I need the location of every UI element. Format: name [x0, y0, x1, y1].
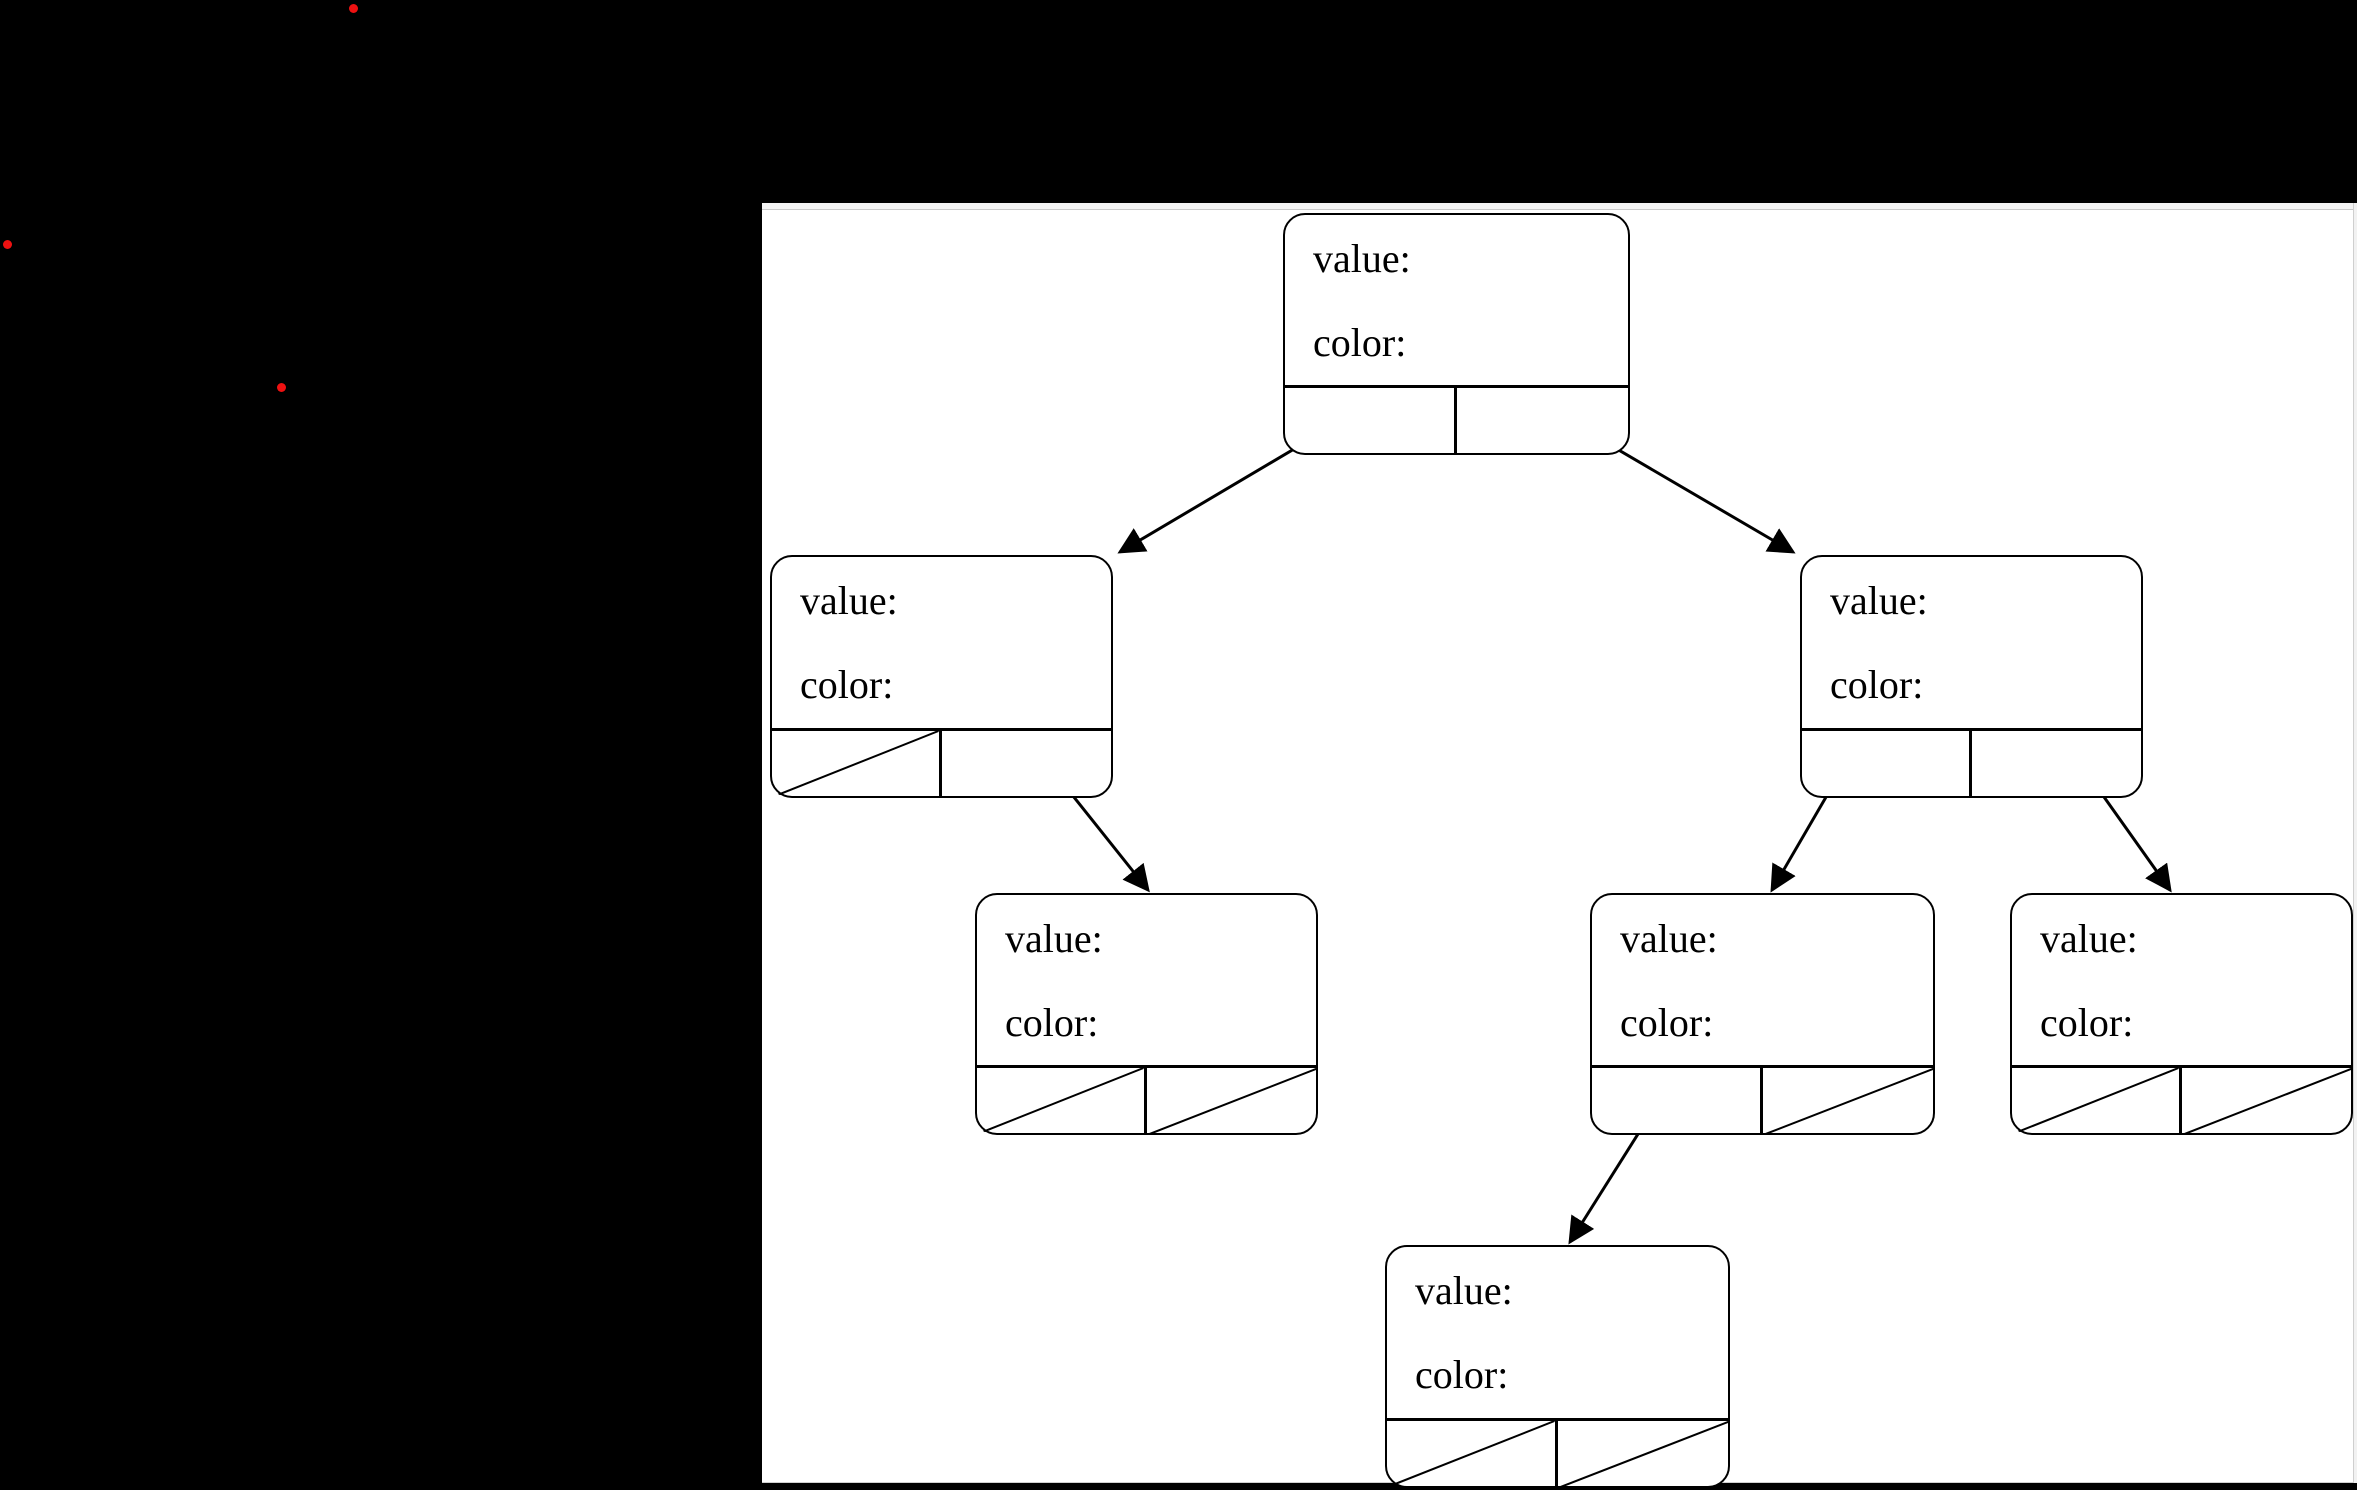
red-cursor-dot-top: [349, 4, 358, 13]
node-color-label: color:: [1313, 320, 1407, 365]
tree-node-leaf-c[interactable]: value: color:: [2010, 893, 2353, 1135]
node-value-label: value:: [1313, 236, 1411, 281]
node-pointer-row: [2010, 1065, 2353, 1135]
node-fields: value: color:: [772, 557, 1111, 705]
left-pointer-cell[interactable]: [975, 1068, 1147, 1135]
node-fields: value: color:: [1592, 895, 1933, 1043]
tree-node-right-child[interactable]: value: color:: [1800, 555, 2143, 798]
left-pointer-cell[interactable]: [1385, 1421, 1558, 1488]
vertical-scrollbar[interactable]: [2353, 203, 2357, 1483]
right-pointer-cell[interactable]: [1457, 388, 1631, 455]
left-pointer-cell[interactable]: [770, 731, 942, 798]
left-pointer-cell[interactable]: [1590, 1068, 1763, 1135]
node-fields: value: color:: [2012, 895, 2351, 1043]
node-color-label: color:: [1830, 662, 1924, 707]
left-pointer-null-slash: [1385, 1421, 1555, 1488]
red-cursor-dot-left: [3, 240, 12, 249]
tree-node-root[interactable]: value: color:: [1283, 213, 1630, 455]
tree-node-leaf-b[interactable]: value: color:: [1590, 893, 1935, 1135]
node-value-label: value:: [2040, 916, 2138, 961]
right-pointer-cell[interactable]: [942, 731, 1114, 798]
node-fields: value: color:: [1802, 557, 2141, 705]
right-pointer-null-slash: [1763, 1068, 1936, 1135]
node-pointer-row: [975, 1065, 1318, 1135]
right-pointer-cell[interactable]: [1558, 1421, 1731, 1488]
node-value-label: value:: [1620, 916, 1718, 961]
left-pointer-cell[interactable]: [1800, 731, 1972, 798]
right-pointer-cell[interactable]: [2182, 1068, 2354, 1135]
tree-node-leaf-d[interactable]: value: color:: [1385, 1245, 1730, 1488]
left-pointer-null-slash: [770, 731, 939, 798]
tree-node-leaf-a[interactable]: value: color:: [975, 893, 1318, 1135]
node-color-label: color:: [2040, 1000, 2134, 1045]
right-pointer-null-slash: [1558, 1421, 1731, 1488]
node-color-label: color:: [1415, 1352, 1509, 1397]
right-pointer-null-slash: [1147, 1068, 1319, 1135]
right-pointer-null-slash: [2182, 1068, 2354, 1135]
left-pointer-null-slash: [2010, 1068, 2179, 1135]
node-value-label: value:: [1415, 1268, 1513, 1313]
left-pointer-cell[interactable]: [2010, 1068, 2182, 1135]
node-value-label: value:: [800, 578, 898, 623]
node-fields: value: color:: [1387, 1247, 1728, 1395]
node-value-label: value:: [1830, 578, 1928, 623]
left-pointer-null-slash: [975, 1068, 1144, 1135]
node-fields: value: color:: [1285, 215, 1628, 363]
node-pointer-row: [770, 728, 1113, 798]
panel-top-divider: [762, 209, 2353, 210]
node-color-label: color:: [800, 662, 894, 707]
node-pointer-row: [1385, 1418, 1730, 1488]
node-pointer-row: [1800, 728, 2143, 798]
right-pointer-cell[interactable]: [1972, 731, 2144, 798]
left-pointer-cell[interactable]: [1283, 388, 1457, 455]
node-fields: value: color:: [977, 895, 1316, 1043]
right-pointer-cell[interactable]: [1147, 1068, 1319, 1135]
node-pointer-row: [1590, 1065, 1935, 1135]
node-pointer-row: [1283, 385, 1630, 455]
tree-node-left-child[interactable]: value: color:: [770, 555, 1113, 798]
node-color-label: color:: [1005, 1000, 1099, 1045]
node-color-label: color:: [1620, 1000, 1714, 1045]
node-value-label: value:: [1005, 916, 1103, 961]
red-cursor-dot-middle: [277, 383, 286, 392]
right-pointer-cell[interactable]: [1763, 1068, 1936, 1135]
